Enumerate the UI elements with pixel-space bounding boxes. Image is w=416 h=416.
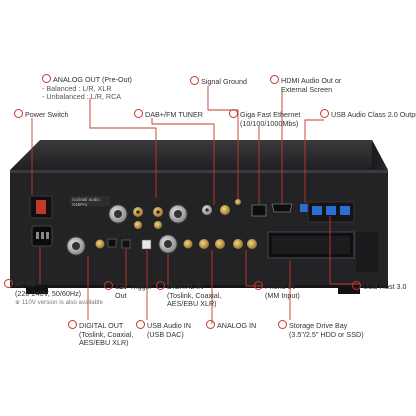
foot-left — [26, 288, 48, 294]
signal-ground-post — [235, 199, 241, 205]
phono-in-left — [233, 239, 243, 249]
usb-host-1 — [312, 206, 322, 215]
usb-host-2 — [326, 206, 336, 215]
callout-hdmi: HDMI Audio Out or External Screen — [270, 75, 341, 94]
label-plate — [70, 196, 110, 206]
phono-in-right — [247, 239, 257, 249]
red-circle-marker-icon — [270, 75, 279, 84]
device-brand-label: cocktail audio — [72, 197, 100, 202]
callout-digital-out: DIGITAL OUT (Toslink, Coaxial, AES/EBU X… — [68, 320, 133, 348]
ethernet-port — [251, 204, 267, 217]
red-circle-marker-icon — [134, 109, 143, 118]
red-circle-marker-icon — [4, 279, 13, 288]
red-circle-marker-icon — [136, 320, 145, 329]
device-model-label: X45Pro — [72, 202, 88, 207]
analog-in-right — [215, 239, 225, 249]
usb-b-port — [141, 239, 152, 250]
toslink-out — [107, 238, 117, 248]
red-circle-marker-icon — [352, 281, 361, 290]
callout-analog-in: ANALOG IN — [206, 320, 256, 331]
analog-in-left — [199, 239, 209, 249]
red-circle-marker-icon — [254, 281, 263, 290]
trigger-out-jack — [121, 239, 131, 249]
rear-panel — [10, 170, 388, 288]
tuner-port-2 — [220, 205, 230, 215]
red-circle-marker-icon — [68, 320, 77, 329]
callout-power-switch: Power Switch — [14, 109, 69, 120]
callout-storage-bay: Storage Drive Bay (3.5"/2.5" HDD or SSD) — [278, 320, 364, 339]
chassis-top — [10, 140, 388, 170]
red-circle-marker-icon — [190, 76, 199, 85]
foot-right — [338, 288, 360, 294]
callout-usb-class-out: USB Audio Class 2.0 Output — [320, 109, 416, 120]
red-circle-marker-icon — [104, 281, 113, 290]
red-circle-marker-icon — [14, 109, 23, 118]
red-circle-marker-icon — [156, 281, 165, 290]
callout-usb-host: USB Host 3.0 — [352, 281, 407, 292]
red-circle-marker-icon — [206, 320, 215, 329]
power-switch — [36, 200, 46, 214]
coax-in — [183, 239, 193, 249]
vent — [356, 232, 378, 272]
callout-analog-out: ANALOG OUT (Pre-Out) - Balanced : L/R, X… — [42, 74, 132, 102]
red-circle-marker-icon — [42, 74, 51, 83]
usb-host-3 — [340, 206, 350, 215]
callout-phono-in: Phono IN (MM Input) — [254, 281, 300, 300]
callout-dab-tuner: DAB+/FM TUNER — [134, 109, 203, 120]
hdmi-port — [271, 203, 293, 213]
usb-class-out — [300, 204, 310, 212]
coax-out — [95, 239, 105, 249]
callout-usb-audio-in: USB Audio IN (USB DAC) — [136, 320, 191, 339]
callout-ac-in: AC IN (220-240V, 50/60Hz) ※ 110V version… — [4, 279, 103, 308]
red-circle-marker-icon — [229, 109, 238, 118]
red-circle-marker-icon — [278, 320, 287, 329]
callout-signal-ground: Signal Ground — [190, 76, 247, 87]
callout-ethernet: Giga Fast Ethernet (10/100/1000Mbs) — [229, 109, 300, 128]
red-circle-marker-icon — [320, 109, 329, 118]
callout-digital-in: DIGITAL IN (Toslink, Coaxial, AES/EBU XL… — [156, 281, 221, 309]
callout-trigger-out: 12V Trigger Out — [104, 281, 152, 300]
